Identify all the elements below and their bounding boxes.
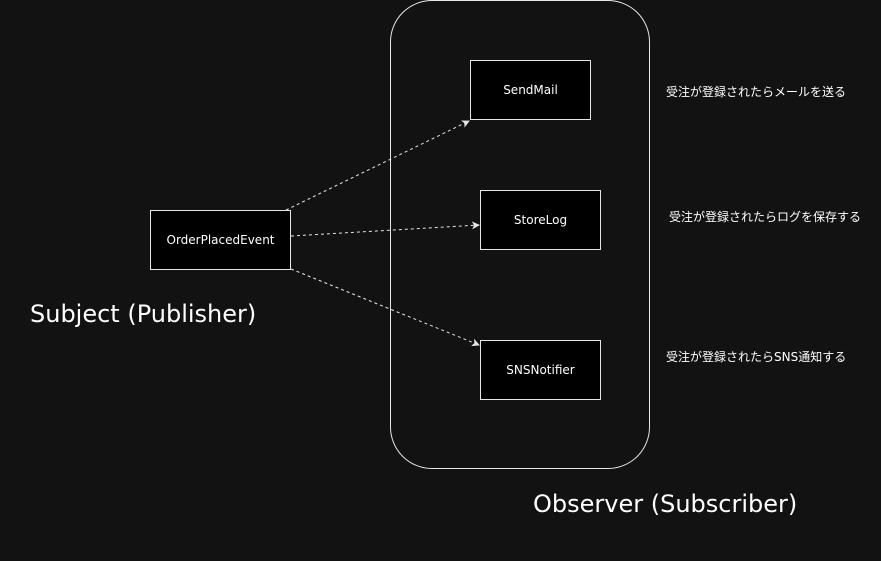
note-sendmail: 受注が登録されたらメールを送る <box>666 85 847 99</box>
observer-node-storelog[interactable]: StoreLog <box>480 190 601 250</box>
note-storelog: 受注が登録されたらログを保存する <box>669 210 862 224</box>
note-snsnotifier: 受注が登録されたらSNS通知する <box>666 350 847 364</box>
observer-group-container <box>390 0 650 469</box>
observer-node-sendmail[interactable]: SendMail <box>470 60 591 120</box>
subject-node[interactable]: OrderPlacedEvent <box>150 210 291 270</box>
subject-role-label: Subject (Publisher) <box>30 300 257 328</box>
observer-role-label: Observer (Subscriber) <box>533 490 798 518</box>
edge-to-snsnotifier <box>290 268 480 347</box>
edge-to-sendmail <box>285 120 470 211</box>
edge-to-storelog <box>290 221 480 237</box>
observer-node-snsnotifier[interactable]: SNSNotifier <box>480 340 601 400</box>
